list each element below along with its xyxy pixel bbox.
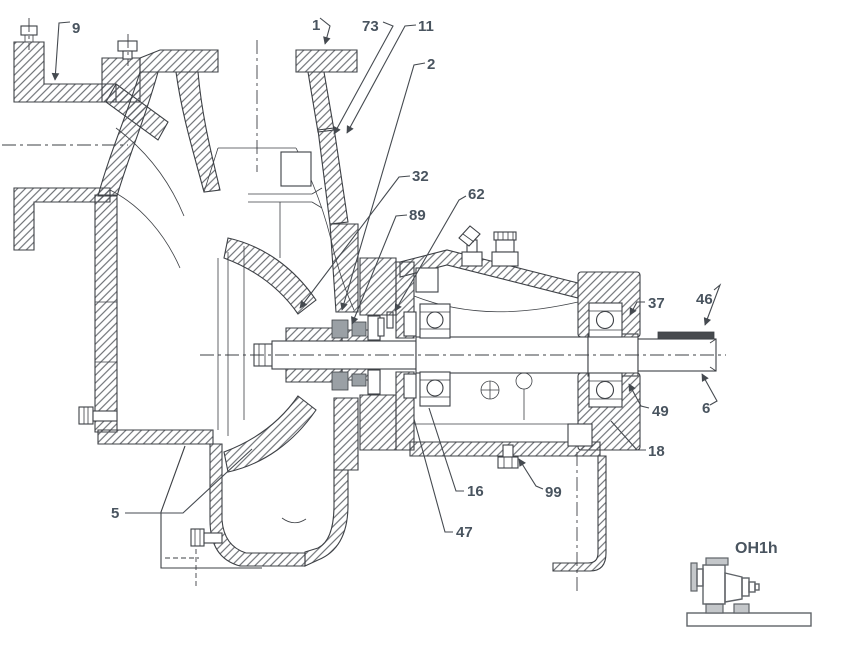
mechanical-seal xyxy=(331,311,394,395)
oil-filler-plug xyxy=(491,231,519,267)
callout-46: 46 xyxy=(696,291,713,308)
callout-32: 32 xyxy=(412,168,429,185)
pictogram-foot-left xyxy=(705,603,724,614)
oil-return-window xyxy=(415,267,439,293)
callout-99: 99 xyxy=(545,484,562,501)
callout-5: 5 xyxy=(111,505,119,522)
callout-62: 62 xyxy=(468,186,485,203)
callout-49: 49 xyxy=(652,403,669,420)
pump-type-pictogram: OH1h xyxy=(686,540,812,627)
callout-89: 89 xyxy=(409,207,426,224)
support-foot xyxy=(552,455,607,572)
pictogram-discharge-flange xyxy=(705,557,729,566)
discharge-boss xyxy=(280,151,312,187)
pictogram-foot-right xyxy=(733,603,750,614)
breather-fitting xyxy=(458,225,483,267)
callout-6: 6 xyxy=(702,400,710,417)
callout-2: 2 xyxy=(427,56,435,73)
callout-leaders xyxy=(51,17,722,533)
impeller-vane-lines xyxy=(217,246,245,436)
callout-1: 1 xyxy=(312,17,320,34)
callout-labels: 9 1 73 11 2 32 62 89 37 46 49 6 18 16 99… xyxy=(72,17,713,541)
pictogram-baseplate xyxy=(686,612,812,627)
casing-foot-bolt xyxy=(190,528,223,547)
callout-73: 73 xyxy=(362,18,379,35)
callout-47: 47 xyxy=(456,524,473,541)
callout-37: 37 xyxy=(648,295,665,312)
callout-11: 11 xyxy=(418,18,434,35)
pictogram-bearing-frame xyxy=(724,572,743,603)
centerlines xyxy=(2,40,726,592)
casing-drain-plug xyxy=(78,406,118,425)
casing-cover-bolt xyxy=(117,34,138,66)
callout-16: 16 xyxy=(467,483,484,500)
frame-bottom-bolt xyxy=(497,444,519,469)
pictogram-casing xyxy=(702,564,726,605)
inboard-bearing xyxy=(419,303,451,407)
shaft-key xyxy=(657,331,715,340)
callout-18: 18 xyxy=(648,443,665,460)
suction-flange-stud xyxy=(20,18,38,50)
bearing-frame xyxy=(359,225,641,572)
callout-9: 9 xyxy=(72,20,80,37)
pictogram-suction-flange xyxy=(690,562,698,592)
pictogram-shaft-end xyxy=(748,581,756,593)
outboard-bearing xyxy=(588,302,623,408)
volute-casing-section xyxy=(13,18,359,587)
pump-type-caption: OH1h xyxy=(735,540,778,557)
